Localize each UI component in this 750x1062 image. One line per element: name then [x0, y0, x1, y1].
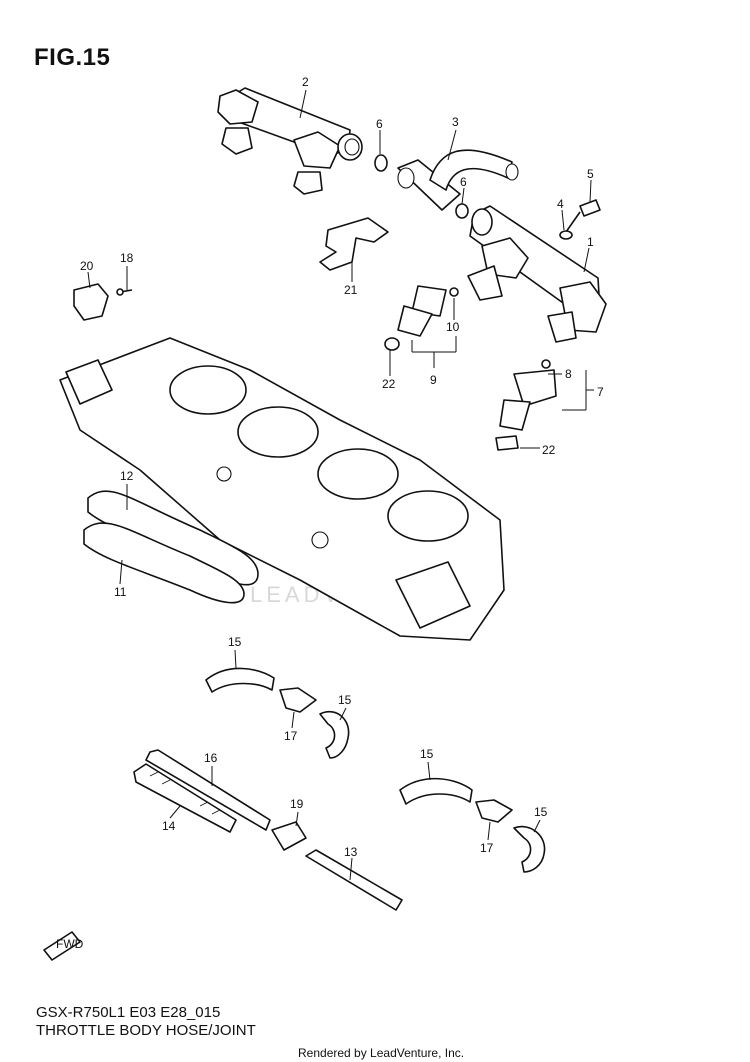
lower-fuel-delivery-pipe: [467, 205, 607, 343]
figure-code: GSX-R750L1 E03 E28_015: [36, 1004, 221, 1021]
callout-21: 21: [344, 283, 358, 297]
callout-19: 19: [290, 797, 304, 811]
leader-lines: [87, 89, 594, 881]
sensor: [73, 283, 109, 321]
washer: [559, 230, 573, 240]
clamp: [319, 217, 389, 271]
callout-4: 4: [557, 197, 564, 211]
callout-18: 18: [120, 251, 134, 265]
callout-14: 14: [162, 819, 176, 833]
fwd-arrow-icon: FWD: [43, 931, 84, 961]
upper-injector: [384, 285, 459, 351]
callout-15-c: 15: [420, 747, 434, 761]
upper-hose-left: [205, 667, 275, 693]
throttle-body-assembly: [59, 337, 505, 641]
upper-fuel-delivery-pipe: [217, 87, 363, 195]
callout-17-lower: 17: [480, 841, 494, 855]
figure-name: THROTTLE BODY HOSE/JOINT: [36, 1022, 256, 1039]
bolt-shank: [565, 211, 581, 233]
callout-22-upper: 22: [382, 377, 396, 391]
callout-5: 5: [587, 167, 594, 181]
lower-hose-right: [513, 825, 546, 873]
hose-16: [145, 749, 271, 831]
figure-title: FIG.15: [34, 44, 111, 71]
callout-17-upper: 17: [284, 729, 298, 743]
callout-6-lower: 6: [460, 175, 467, 189]
fwd-label: FWD: [56, 937, 84, 951]
callout-10: 10: [446, 320, 460, 334]
callout-16: 16: [204, 751, 218, 765]
o-ring-upper: [374, 154, 388, 172]
screw-head: [116, 288, 124, 296]
hose-short: [83, 522, 245, 604]
callout-11: 11: [114, 585, 127, 599]
callout-9: 9: [430, 373, 437, 387]
callout-13: 13: [344, 845, 358, 859]
callout-6-upper: 6: [376, 117, 383, 131]
callout-labels: 1 2 3 4 5 6 6 7 8 9 10 11 12 13 14 15 15…: [80, 75, 604, 859]
lower-injector: [495, 359, 557, 451]
upper-hose-right: [319, 711, 350, 759]
callout-1: 1: [587, 235, 594, 249]
callout-3: 3: [452, 115, 459, 129]
fuel-pipe-joint: [397, 149, 519, 211]
o-ring-lower: [455, 203, 469, 219]
hose-13: [305, 849, 403, 911]
upper-tee-joint: [279, 687, 317, 713]
callout-22-lower: 22: [542, 443, 556, 457]
callout-7: 7: [597, 385, 604, 399]
render-credit: Rendered by LeadVenture, Inc.: [298, 1046, 465, 1060]
callout-15-a: 15: [228, 635, 242, 649]
hose-14: [133, 763, 237, 833]
lower-tee-joint: [475, 799, 513, 823]
hose-joint: [271, 821, 307, 851]
callout-15-d: 15: [534, 805, 548, 819]
callout-20: 20: [80, 259, 94, 273]
callout-8: 8: [565, 367, 572, 381]
callout-12: 12: [120, 469, 134, 483]
lower-hose-left: [399, 777, 473, 805]
callout-15-b: 15: [338, 693, 352, 707]
bolt: [579, 199, 601, 217]
callout-2: 2: [302, 75, 309, 89]
